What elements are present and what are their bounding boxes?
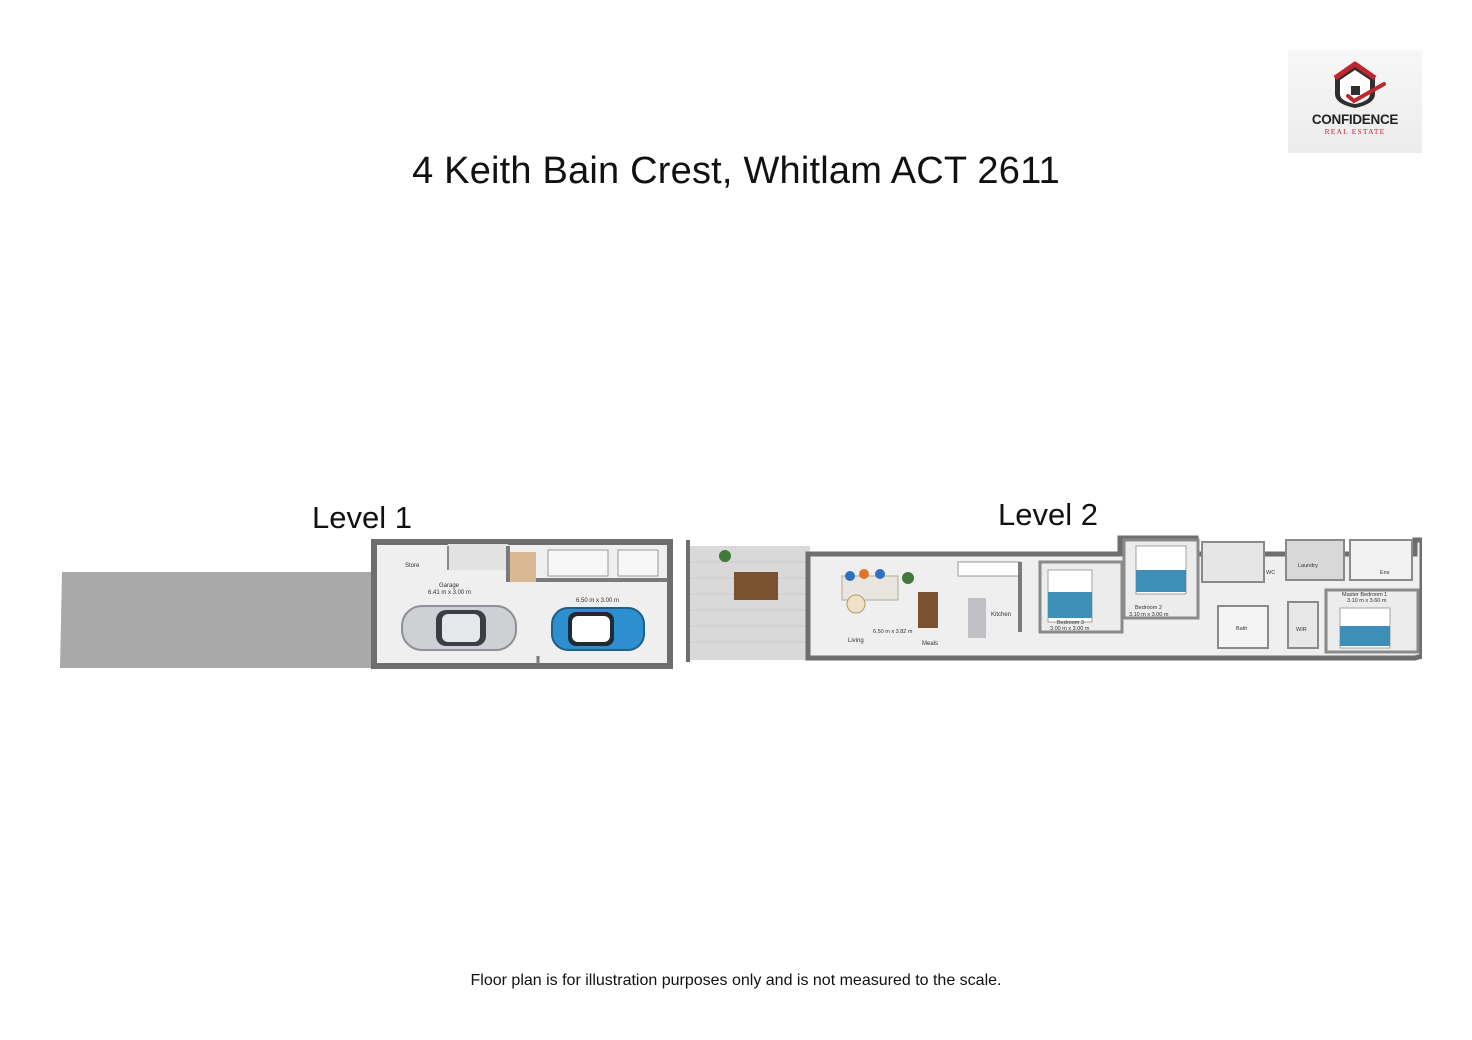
logo-tagline: REAL ESTATE [1324, 127, 1386, 136]
living-dims: 6.50 m x 3.82 m [873, 629, 913, 635]
bath-label: Bath [1236, 626, 1247, 632]
store-door [510, 552, 536, 582]
plant [719, 550, 731, 562]
level-1-floor-plan: Store Garage 6.41 m x 3.00 m 6.50 m x 3.… [60, 539, 673, 669]
outdoor-table [734, 572, 778, 600]
walk-in-robe [1287, 601, 1319, 649]
kitchen-bench [957, 561, 1021, 577]
house-logo-icon [1333, 61, 1386, 108]
blue-car [551, 607, 645, 651]
laundry-label: Laundry [1298, 563, 1318, 569]
store-label: Store [405, 563, 420, 569]
bedroom-3-label: Bedroom 3 [1057, 620, 1084, 626]
laundry-cabinet [547, 549, 609, 577]
garage-dims: 6.41 m x 3.00 m [428, 590, 471, 596]
hallway [1201, 541, 1265, 583]
level-2-label: Level 2 [998, 497, 1098, 532]
ensuite-label: Ens [1380, 570, 1390, 576]
master-bedroom-label: Master Bedroom 1 [1342, 592, 1387, 598]
level-2-floor-plan: Living 6.50 m x 3.82 m Meals Kitchen Bed… [686, 535, 1422, 662]
deck [686, 546, 810, 660]
confidence-real-estate-logo: CONFIDENCE REAL ESTATE [1288, 50, 1422, 153]
cupboard [617, 549, 659, 577]
wc-label: WC [1266, 570, 1275, 576]
kitchen-island [968, 598, 986, 638]
master-bedroom-dims: 3.10 m x 3.60 m [1347, 598, 1387, 604]
wir-label: WIR [1296, 627, 1307, 633]
stairs [448, 544, 508, 570]
bedroom-3-dims: 3.00 m x 3.00 m [1050, 626, 1090, 632]
disclaimer-text: Floor plan is for illustration purposes … [470, 972, 1002, 989]
laundry-room [1285, 539, 1345, 581]
kitchen-label: Kitchen [991, 612, 1011, 618]
meals-label: Meals [922, 641, 938, 647]
coffee-table [846, 594, 866, 614]
bedroom-2-dims: 3.10 m x 3.00 m [1129, 612, 1169, 618]
garage-2-dims: 6.50 m x 3.00 m [576, 598, 619, 604]
silver-car [401, 605, 517, 651]
logo-wordmark: CONFIDENCE [1311, 112, 1399, 127]
indoor-plant [902, 572, 914, 584]
dining-table [918, 592, 938, 628]
living-label: Living [848, 638, 864, 644]
driveway [60, 572, 372, 668]
bedroom-2-label: Bedroom 2 [1135, 605, 1162, 611]
level-1-label: Level 1 [312, 500, 412, 535]
property-address-title: 4 Keith Bain Crest, Whitlam ACT 2611 [412, 150, 1060, 192]
garage-label: Garage [439, 583, 460, 589]
bathroom [1217, 605, 1269, 649]
ensuite [1349, 539, 1413, 581]
